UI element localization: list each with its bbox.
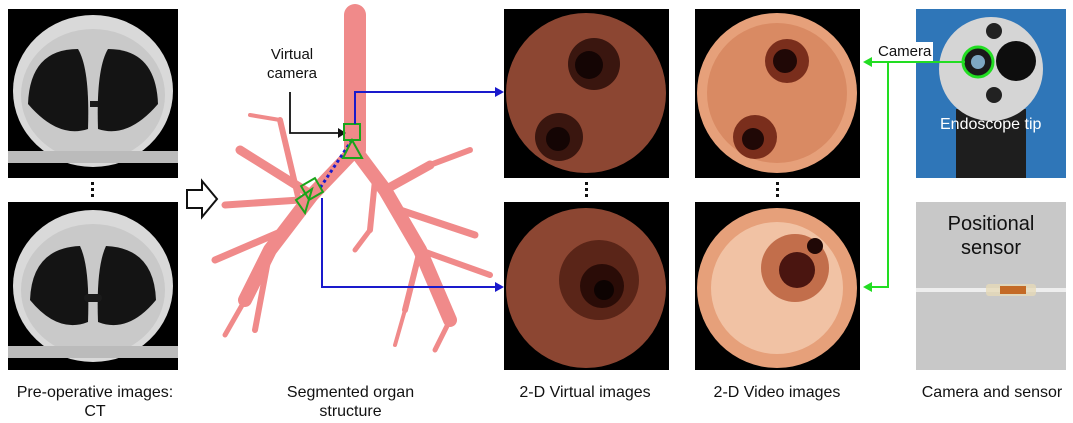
endoscope-tip-photo [916,9,1066,178]
ellipsis-dots-video [776,182,779,200]
bronchus-virtual-graphic [504,9,669,178]
label-endoscope-tip: Endoscope tip [940,115,1041,134]
virtual-image-top [504,9,669,178]
caption-video: 2-D Video images [702,383,852,402]
label-positional-sensor: Positional sensor [926,212,1056,260]
video-image-top [695,9,860,178]
bronchus-video-graphic [695,202,860,370]
label-camera: Camera [876,42,933,61]
bronchus-virtual-graphic [504,202,669,370]
bronchus-video-graphic [695,9,860,178]
caption-organ: Segmented organ structure [268,383,433,421]
virtual-image-bottom [504,202,669,370]
video-image-bottom [695,202,860,370]
endoscope-tip-graphic [916,9,1066,178]
ellipsis-dots-virtual [585,182,588,200]
label-virtual-camera: Virtual camera [256,45,328,83]
caption-sensor: Camera and sensor [918,383,1066,402]
caption-virtual: 2-D Virtual images [510,383,660,402]
